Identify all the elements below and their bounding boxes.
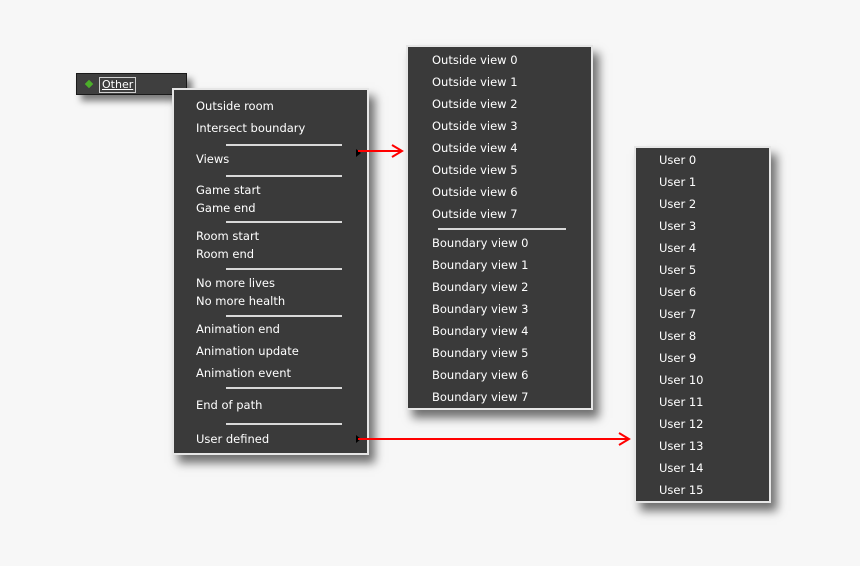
menu-item-outside-view-3[interactable]: Outside view 3 — [432, 119, 518, 133]
menu-item-user-6[interactable]: User 6 — [659, 285, 697, 299]
menu-separator — [226, 175, 342, 177]
menu-item-intersect-boundary[interactable]: Intersect boundary — [196, 121, 306, 135]
menu-item-user-5[interactable]: User 5 — [659, 263, 697, 277]
menu-item-user-10[interactable]: User 10 — [659, 373, 704, 387]
menu-item-user-15[interactable]: User 15 — [659, 483, 704, 497]
menu-item-boundary-view-7[interactable]: Boundary view 7 — [432, 390, 529, 404]
menu-separator — [226, 268, 342, 270]
menu-item-no-more-health[interactable]: No more health — [196, 294, 286, 308]
menu-separator — [438, 228, 566, 230]
menu-item-animation-update[interactable]: Animation update — [196, 344, 299, 358]
menu-item-user-1[interactable]: User 1 — [659, 175, 697, 189]
other-events-menu: Outside room Intersect boundary Views Ga… — [172, 88, 369, 455]
menu-item-user-12[interactable]: User 12 — [659, 417, 704, 431]
menu-item-no-more-lives[interactable]: No more lives — [196, 276, 276, 290]
menu-item-user-0[interactable]: User 0 — [659, 153, 697, 167]
menu-item-outside-view-6[interactable]: Outside view 6 — [432, 185, 518, 199]
user-defined-submenu: User 0 User 1 User 2 User 3 User 4 User … — [634, 146, 771, 503]
menu-item-user-defined[interactable]: User defined — [196, 432, 270, 446]
menu-item-outside-view-7[interactable]: Outside view 7 — [432, 207, 518, 221]
menu-item-boundary-view-3[interactable]: Boundary view 3 — [432, 302, 529, 316]
menu-item-user-2[interactable]: User 2 — [659, 197, 697, 211]
menu-separator — [226, 144, 342, 146]
menu-item-game-start[interactable]: Game start — [196, 183, 261, 197]
menu-item-user-7[interactable]: User 7 — [659, 307, 697, 321]
menu-item-boundary-view-4[interactable]: Boundary view 4 — [432, 324, 529, 338]
menu-item-outside-view-0[interactable]: Outside view 0 — [432, 53, 518, 67]
menu-item-views[interactable]: Views — [196, 152, 230, 166]
menu-item-boundary-view-0[interactable]: Boundary view 0 — [432, 236, 529, 250]
menu-item-outside-view-2[interactable]: Outside view 2 — [432, 97, 518, 111]
menu-item-outside-view-5[interactable]: Outside view 5 — [432, 163, 518, 177]
menu-separator — [226, 315, 342, 317]
menu-item-boundary-view-6[interactable]: Boundary view 6 — [432, 368, 529, 382]
menu-separator — [226, 423, 342, 425]
menu-item-user-9[interactable]: User 9 — [659, 351, 697, 365]
menu-separator — [226, 221, 342, 223]
menu-item-user-8[interactable]: User 8 — [659, 329, 697, 343]
menu-item-user-14[interactable]: User 14 — [659, 461, 704, 475]
menu-item-boundary-view-1[interactable]: Boundary view 1 — [432, 258, 529, 272]
user-defined-pointer-arrow-head — [618, 432, 631, 446]
menu-separator — [226, 387, 342, 389]
menu-item-animation-end[interactable]: Animation end — [196, 322, 280, 336]
menu-item-outside-view-1[interactable]: Outside view 1 — [432, 75, 518, 89]
menu-item-boundary-view-5[interactable]: Boundary view 5 — [432, 346, 529, 360]
menu-item-user-3[interactable]: User 3 — [659, 219, 697, 233]
menu-item-user-13[interactable]: User 13 — [659, 439, 704, 453]
menu-item-room-start[interactable]: Room start — [196, 229, 260, 243]
event-other-label: Other — [99, 77, 137, 93]
menu-item-game-end[interactable]: Game end — [196, 201, 256, 215]
views-submenu: Outside view 0 Outside view 1 Outside vi… — [406, 45, 593, 410]
menu-item-boundary-view-2[interactable]: Boundary view 2 — [432, 280, 529, 294]
menu-item-user-11[interactable]: User 11 — [659, 395, 704, 409]
menu-item-outside-room[interactable]: Outside room — [196, 99, 274, 113]
views-pointer-arrow-head — [391, 144, 404, 158]
menu-item-animation-event[interactable]: Animation event — [196, 366, 292, 380]
submenu-arrow-icon — [356, 149, 361, 157]
menu-item-room-end[interactable]: Room end — [196, 247, 255, 261]
menu-item-user-4[interactable]: User 4 — [659, 241, 697, 255]
menu-item-end-of-path[interactable]: End of path — [196, 398, 263, 412]
event-other-button[interactable]: Other — [76, 73, 187, 95]
menu-item-outside-view-4[interactable]: Outside view 4 — [432, 141, 518, 155]
